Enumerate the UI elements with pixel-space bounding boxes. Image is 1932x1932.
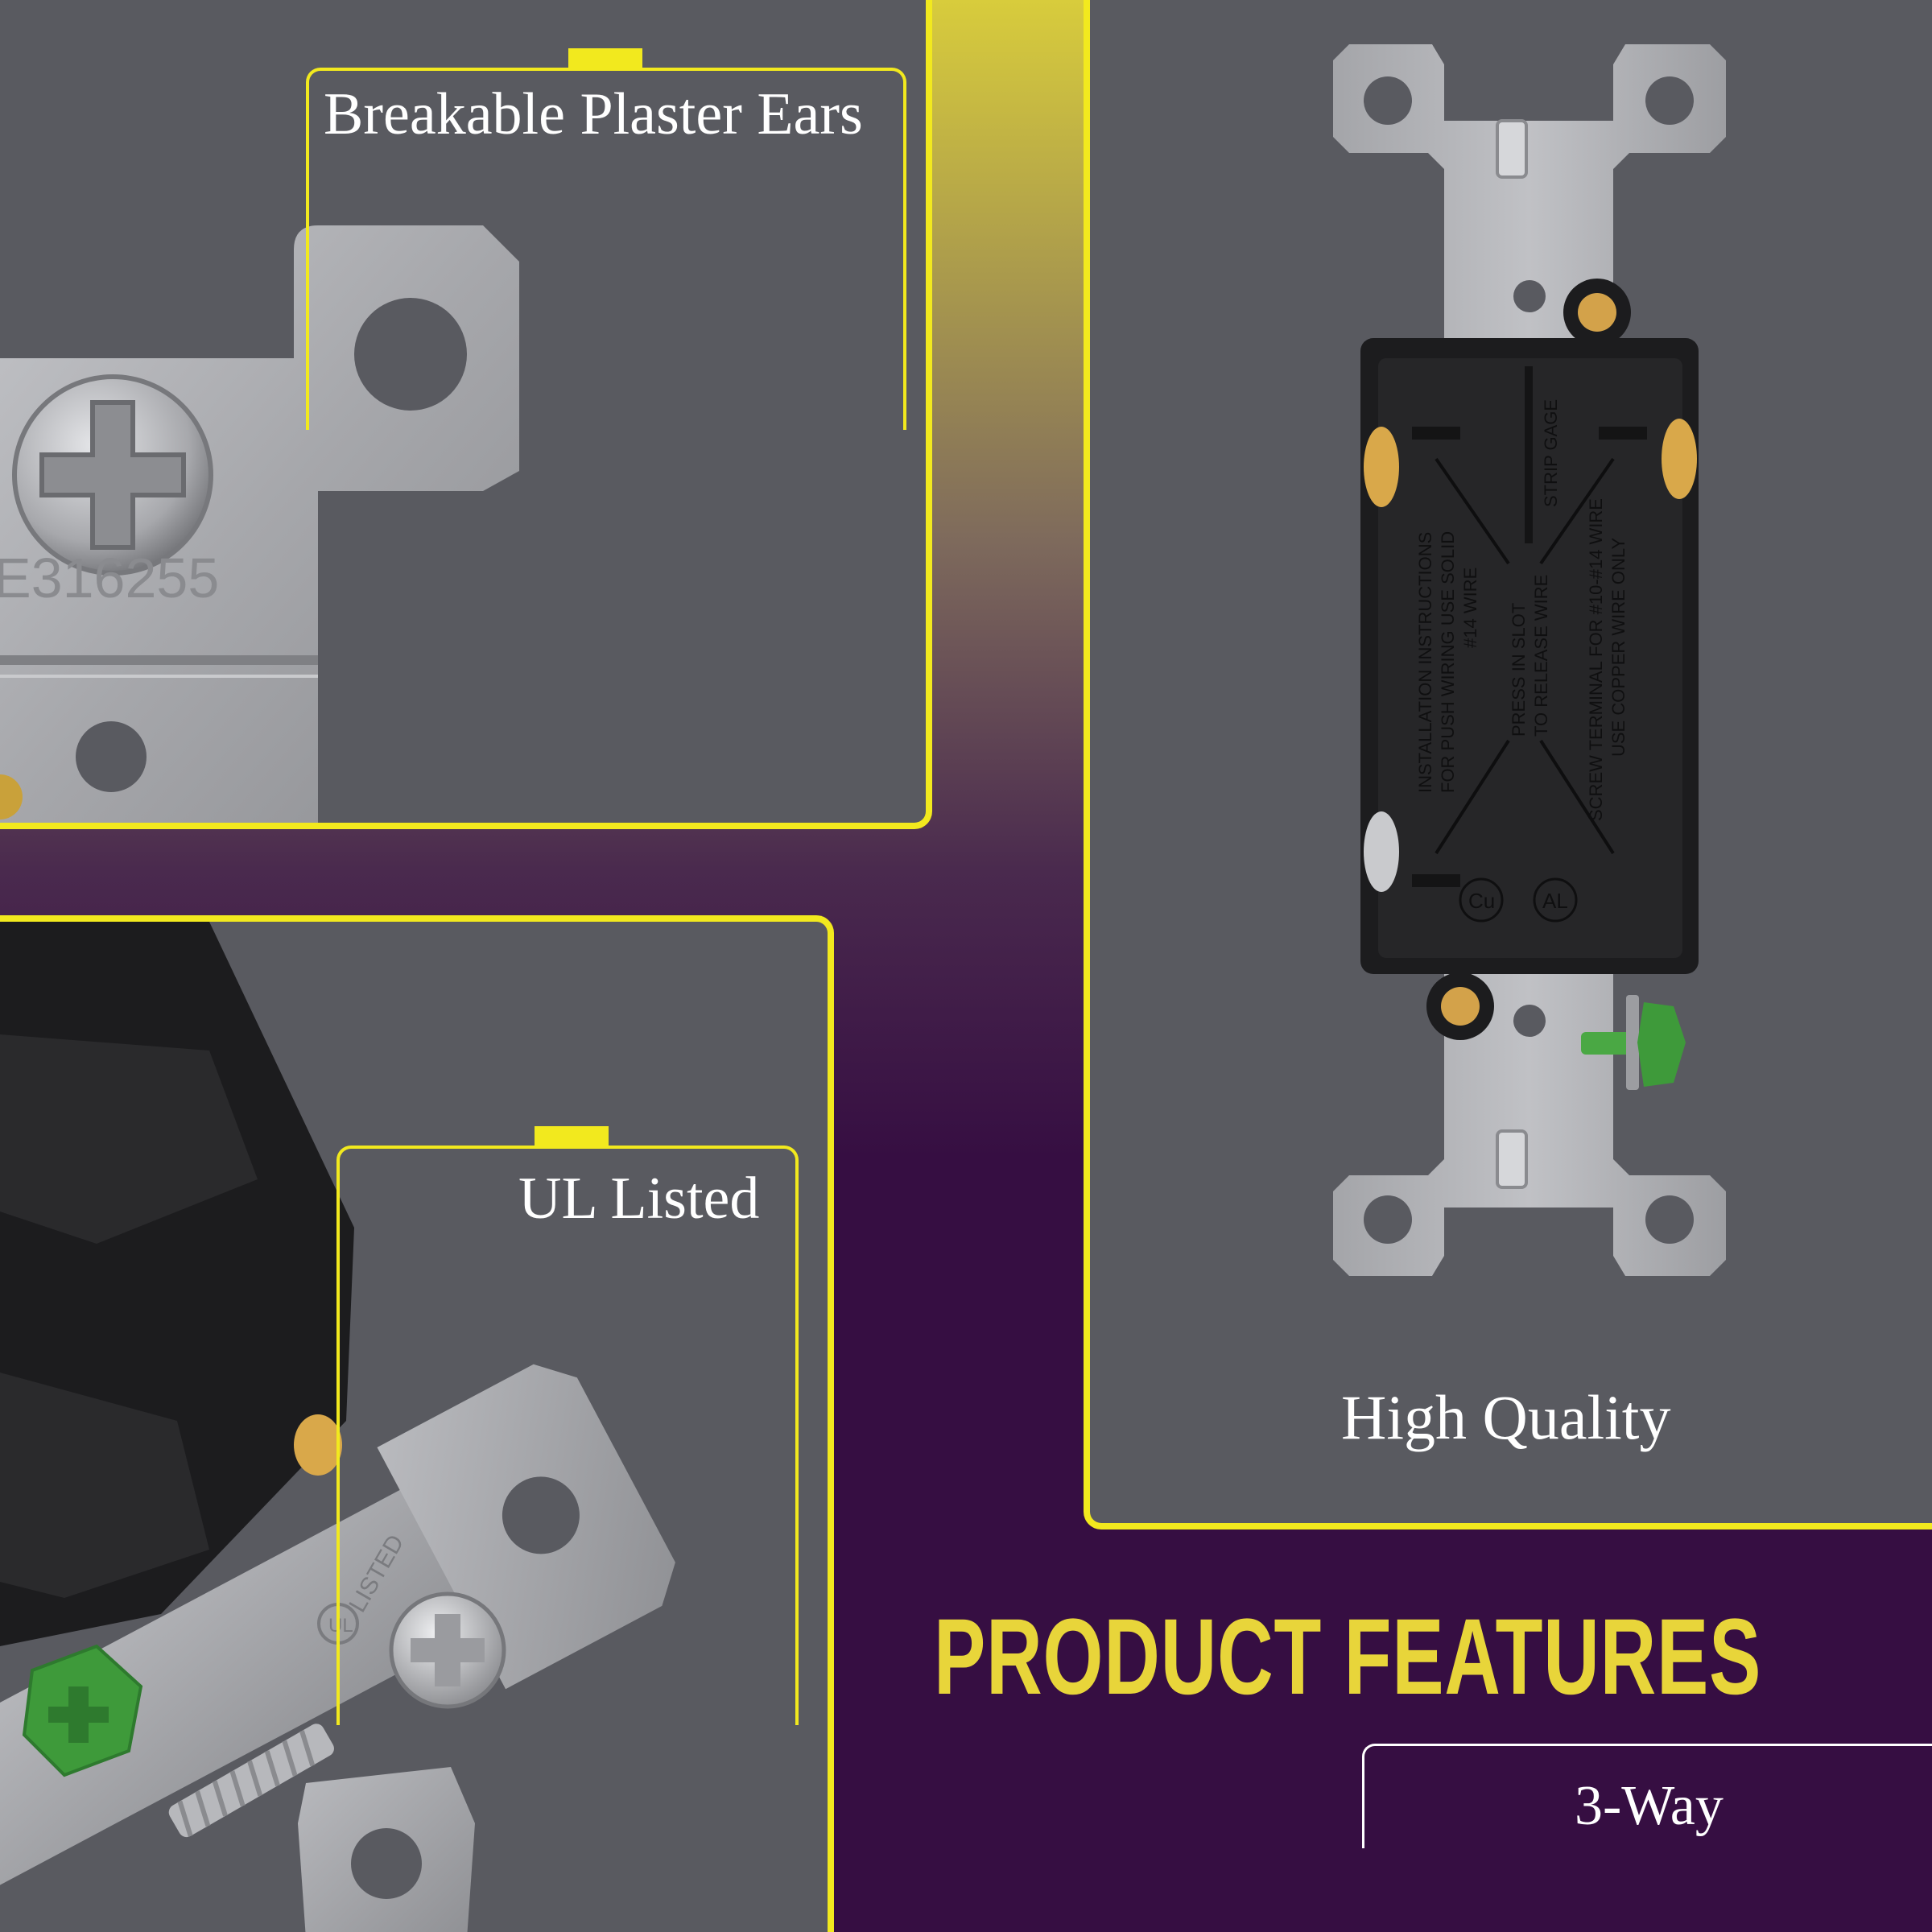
ul-logo-text: UL [328,1615,353,1637]
threaded-screw [168,1724,334,1838]
switch-rear-view: STRIP GAGE INSTALLATION INSTRUCTIONS FOR… [1333,44,1726,1276]
product-features-heading: PRODUCT FEATURES [934,1597,1762,1717]
ear-hole [354,298,467,411]
plaster-ears-bracket [306,68,906,430]
ground-screw [22,1644,143,1777]
top-ear-plate [1333,44,1726,354]
three-way-frame [1362,1744,1932,1848]
phillips-slot [39,400,186,550]
plaster-ears-panel: E316255 Breakable Plaster Ears [0,0,932,829]
screw-terminal-text: SCREW TERMINAL FOR #10-#14 WIRE [1586,498,1606,821]
terminal-brass-right [1662,419,1697,499]
angled-strap [0,1459,533,1912]
terminal-silver [1364,811,1399,892]
ul-listed-panel: UL LISTED UL Listed [0,915,834,1932]
ul-listed-label: UL Listed [518,1166,760,1232]
wire-gauge-text: #14 WIRE [1460,568,1480,648]
ul-listed-bracket [336,1146,799,1725]
strap-hole [76,721,147,792]
three-way-label: 3-Way [1575,1775,1724,1837]
copper-only-text: USE COPPER WIRE ONLY [1608,537,1629,757]
plaster-ear-closeup: E316255 [0,225,519,823]
bracket-tab [568,48,642,69]
terminal-brass-left [1364,427,1399,507]
install-text: INSTALLATION INSTRUCTIONS [1415,532,1435,793]
plaster-ears-label: Breakable Plaster Ears [324,81,863,147]
brass-terminal [294,1414,342,1476]
al-mark: AL [1542,889,1568,913]
switch-angled-view: UL LISTED [0,922,675,1932]
green-ground-screw [1581,995,1686,1090]
toggle-lever [0,1034,258,1244]
ul-file-number: E316255 [0,547,219,609]
press-slot-text: PRESS IN SLOT [1509,603,1529,737]
release-wire-text: TO RELEASE WIRE [1531,575,1551,737]
bracket-tab [535,1126,609,1147]
strip-gage-text: STRIP GAGE [1541,399,1561,507]
push-wiring-text: FOR PUSH WIRING USE SOLID [1438,531,1458,793]
bottom-ear-plate [1333,974,1726,1276]
high-quality-panel: STRIP GAGE INSTALLATION INSTRUCTIONS FOR… [1084,0,1932,1530]
cu-mark: Cu [1468,889,1495,913]
high-quality-label: High Quality [1341,1382,1671,1452]
